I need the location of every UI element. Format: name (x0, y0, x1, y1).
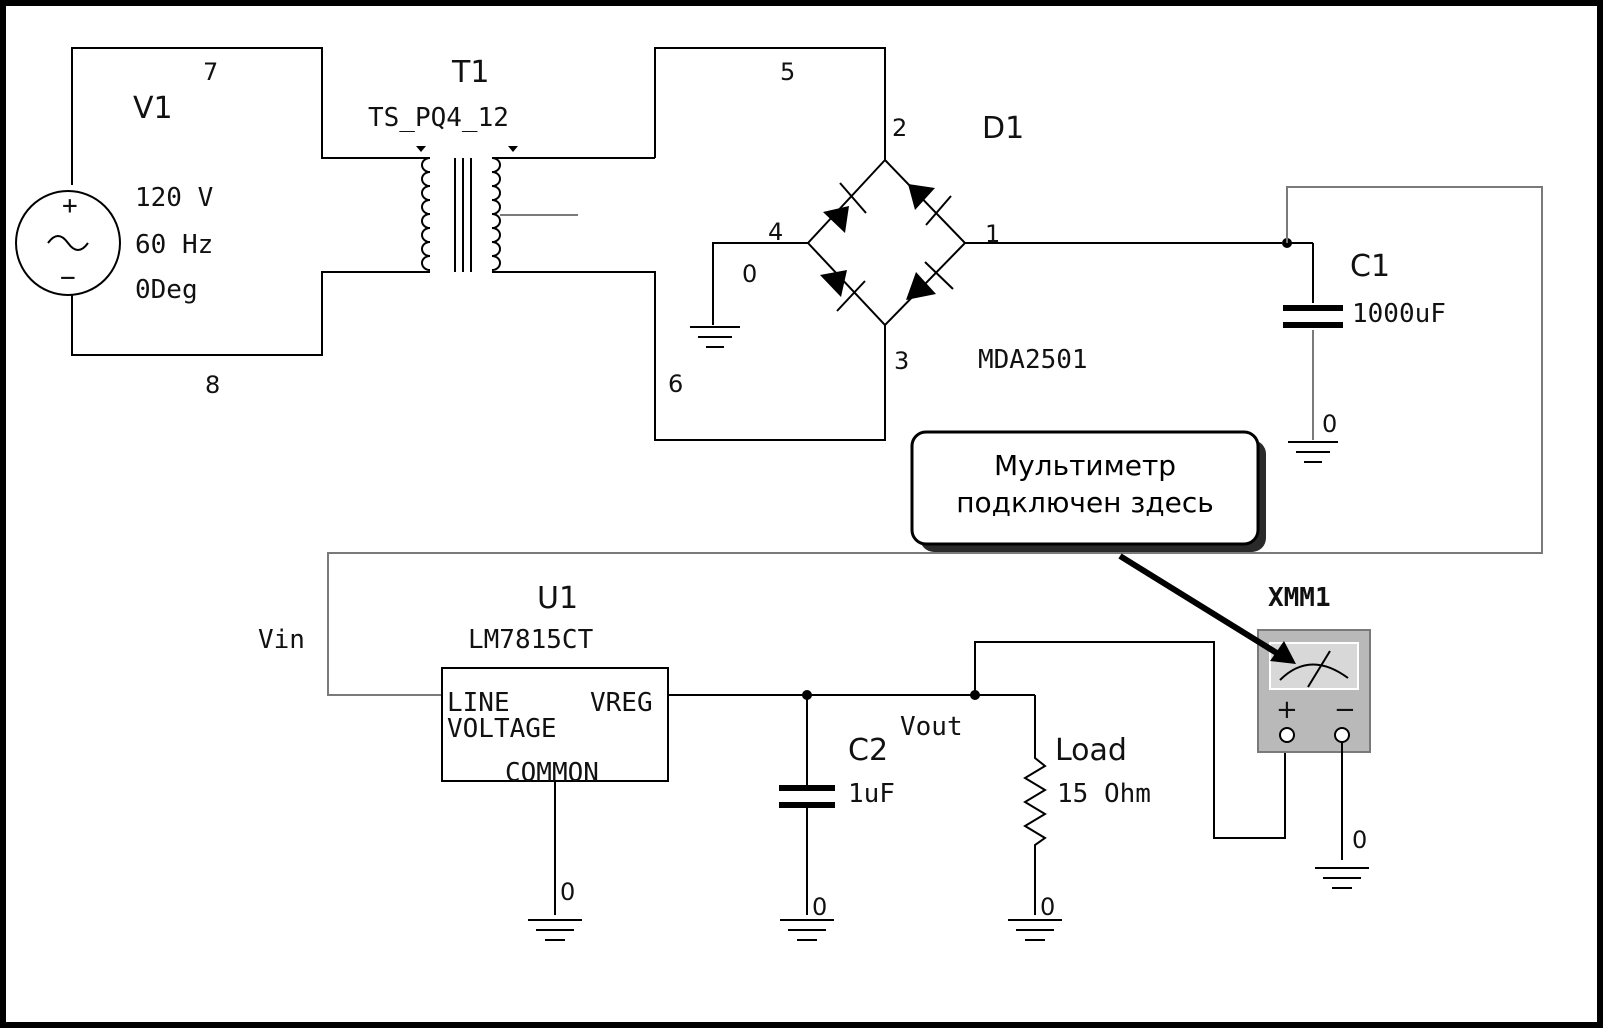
transformer-ref-label: T1 (451, 55, 489, 90)
c1-value-label: 1000uF (1352, 299, 1446, 329)
source-plus-sign: + (62, 191, 78, 221)
diode-lower-left (820, 270, 847, 297)
regulator-pin-voltage: VOLTAGE (447, 714, 557, 744)
net-label-5: 5 (780, 58, 795, 86)
diode-lower-right (906, 272, 936, 300)
callout-line-1: Мультиметр (994, 449, 1176, 482)
meter-plus-label: + (1276, 695, 1298, 725)
c2-value-label: 1uF (848, 779, 895, 809)
net-label-7: 7 (203, 58, 218, 86)
bridge-pin-1: 1 (985, 220, 1000, 248)
regulator-pin-common: COMMON (505, 758, 599, 788)
ground-icon (528, 919, 582, 941)
arrow-head-icon (1270, 641, 1296, 664)
capacitor-c1[interactable] (1282, 238, 1343, 440)
source-frequency-label: 60 Hz (135, 230, 213, 260)
net-label-gnd-bridge: 0 (742, 260, 757, 288)
load-value-label: 15 Ohm (1057, 779, 1151, 809)
meter-plus-terminal[interactable] (1279, 727, 1295, 743)
ac-source-v1[interactable] (15, 47, 425, 356)
ground-icon (1288, 441, 1338, 463)
multimeter-ref-label: XMM1 (1268, 583, 1331, 613)
bridge-pin-2: 2 (892, 114, 907, 142)
vin-label: Vin (258, 625, 305, 655)
net-label-gnd-meter: 0 (1352, 826, 1367, 854)
ground-icon (690, 326, 740, 348)
c2-ref-label: C2 (848, 733, 888, 768)
transformer-model-label: TS_PQ4_12 (368, 103, 509, 133)
meter-dial-icon (1279, 663, 1349, 681)
callout-line-2: подключен здесь (956, 486, 1214, 519)
ground-icon (1008, 919, 1062, 941)
vout-label: Vout (900, 712, 963, 742)
bridge-model-label: MDA2501 (978, 345, 1088, 375)
regulator-u1[interactable] (441, 667, 669, 915)
source-phase-label: 0Deg (135, 275, 198, 305)
callout-bubble (910, 430, 1296, 664)
ground-icon (1315, 867, 1369, 889)
load-ref-label: Load (1055, 733, 1127, 768)
transformer-t1[interactable] (416, 47, 886, 441)
bridge-rectifier-d1[interactable] (712, 158, 1282, 327)
diode-upper-left (823, 206, 849, 233)
sine-icon (47, 235, 89, 251)
source-minus-sign: − (60, 263, 76, 293)
net-label-gnd-load: 0 (1040, 893, 1055, 921)
regulator-pin-vreg: VREG (590, 688, 653, 718)
bridge-ref-label: D1 (982, 111, 1024, 146)
meter-minus-terminal[interactable] (1334, 727, 1350, 743)
net-label-8: 8 (205, 371, 220, 399)
callout-arrow (1118, 553, 1282, 658)
net-label-6: 6 (668, 370, 683, 398)
source-voltage-label: 120 V (135, 183, 213, 213)
capacitor-c2[interactable] (779, 690, 835, 915)
ground-icon (780, 919, 834, 941)
source-ref-label: V1 (133, 91, 173, 126)
regulator-model-label: LM7815CT (468, 625, 594, 655)
bridge-pin-4: 4 (768, 218, 783, 246)
net-label-gnd-c1: 0 (1322, 410, 1337, 438)
net-label-gnd-c2: 0 (812, 893, 827, 921)
regulator-ref-label: U1 (537, 581, 578, 616)
c1-ref-label: C1 (1350, 249, 1390, 284)
regulator-pin-line: LINE (447, 688, 510, 718)
vin-wire (327, 186, 1543, 696)
net-label-gnd-u1: 0 (560, 878, 575, 906)
load-resistor[interactable] (970, 641, 1286, 915)
bridge-pin-3: 3 (894, 347, 909, 375)
meter-minus-label: − (1334, 695, 1356, 725)
diode-upper-right (908, 184, 935, 210)
